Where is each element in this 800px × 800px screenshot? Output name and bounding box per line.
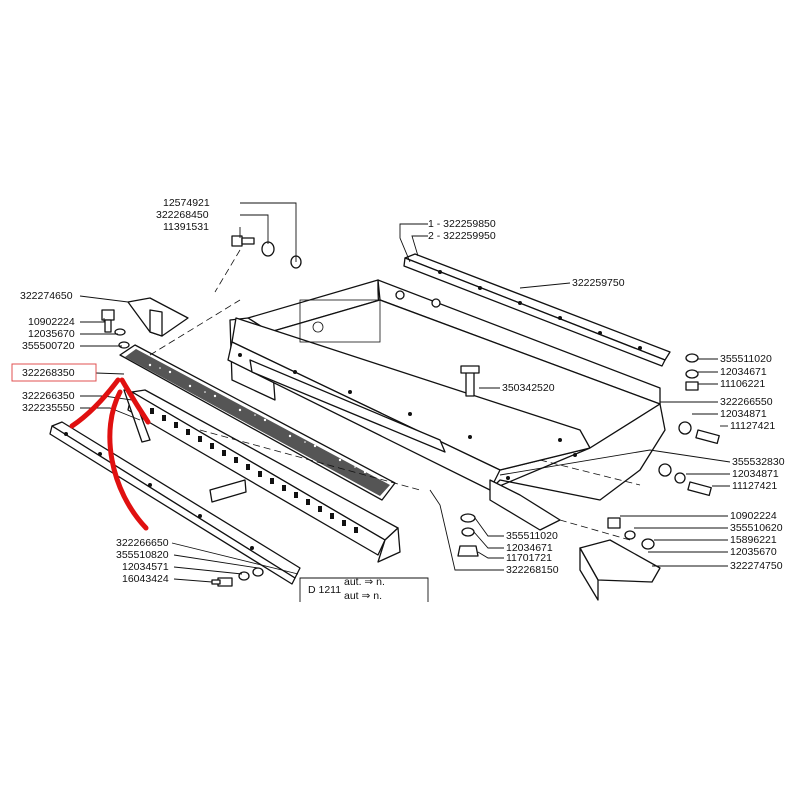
label-16043424: 16043424: [122, 573, 169, 585]
bracket-322274750: [579, 517, 661, 601]
label-355500720: 355500720: [22, 340, 75, 352]
label-12034671-mid: 12034671: [506, 542, 553, 554]
label-322259950: 2 - 322259950: [428, 230, 496, 242]
label-322235550: 322235550: [22, 402, 75, 414]
label-322266650: 322266650: [116, 537, 169, 549]
right-fasteners-upper: [658, 353, 720, 497]
middle-nut-stack: [457, 513, 479, 557]
label-322274650-top: 322274650: [20, 290, 73, 302]
trough-body: [227, 279, 666, 531]
label-11127421-a: 11127421: [730, 420, 775, 432]
label-15896221: 15896221: [730, 534, 777, 546]
label-12034871-a: 12034871: [720, 408, 767, 420]
top-strip-322259750: [403, 253, 671, 367]
label-322268150: 322268150: [506, 564, 559, 576]
red-arrow: [69, 377, 151, 531]
label-322268350: 322268350: [22, 367, 75, 379]
screw-350342520: [460, 365, 480, 397]
label-355532830: 355532830: [732, 456, 785, 468]
label-10902224-right: 10902224: [730, 510, 777, 522]
label-355510620: 355510620: [730, 522, 783, 534]
label-355510820: 355510820: [116, 549, 169, 561]
label-11106221: 11106221: [720, 378, 765, 390]
label-350342520: 350342520: [502, 382, 555, 394]
label-10902224-left: 10902224: [28, 316, 75, 328]
top-left-fasteners: [231, 235, 302, 269]
legend-box: D 1211 aut. ⇒ n. aut ⇒ n.: [299, 576, 429, 602]
assembly-dashed-lines: [149, 249, 641, 541]
part-labels: 12574921 322268450 11391531 322274650 10…: [20, 197, 785, 585]
label-355511020-right: 355511020: [720, 353, 772, 365]
label-12034571: 12034571: [122, 561, 169, 573]
label-322266550: 322266550: [720, 396, 773, 408]
label-11701721: 11701721: [506, 552, 552, 564]
flat-bar-322266650: [49, 421, 301, 585]
label-12574921: 12574921: [163, 197, 210, 209]
legend-code: D 1211: [308, 584, 341, 596]
small-bracket: [209, 479, 247, 503]
legend-row-1: aut. ⇒ n.: [344, 576, 385, 588]
highlight-box-322268350: [11, 363, 97, 382]
label-12035670-left: 12035670: [28, 328, 75, 340]
label-355511020-mid: 355511020: [506, 530, 558, 542]
label-322268450: 322268450: [156, 209, 209, 221]
label-11391531: 11391531: [163, 221, 209, 233]
label-11127421-b: 11127421: [732, 480, 777, 492]
legend-row-2: aut ⇒ n.: [344, 590, 382, 602]
label-12034871-b: 12034871: [732, 468, 779, 480]
bottom-left-fasteners: [211, 567, 264, 587]
label-322274750: 322274750: [730, 560, 783, 572]
label-322266350: 322266350: [22, 390, 75, 402]
label-12034671-right: 12034671: [720, 366, 767, 378]
left-screw-stack: [101, 309, 130, 349]
label-322259850: 1 - 322259850: [428, 218, 496, 230]
label-322259750: 322259750: [572, 277, 625, 289]
bracket-322274650: [127, 297, 189, 337]
label-12035670-right: 12035670: [730, 546, 777, 558]
